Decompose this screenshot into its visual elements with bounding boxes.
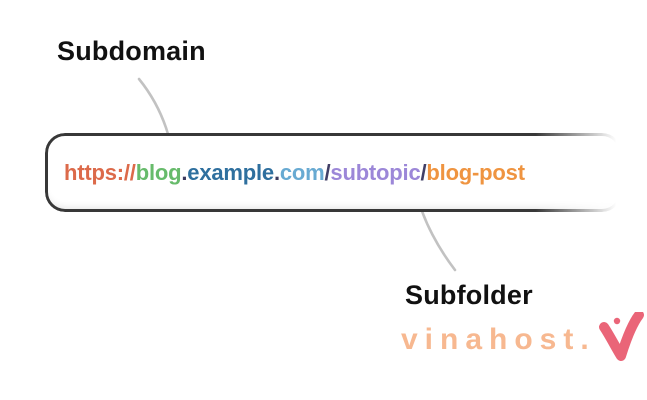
url-subdomain: blog xyxy=(135,159,182,185)
url-domain: example xyxy=(187,159,274,185)
subfolder-label: Subfolder xyxy=(405,280,533,310)
url-subfolder: subtopic xyxy=(330,159,421,185)
url-text: https://blog.example.com/subtopic/blog-p… xyxy=(48,160,525,186)
url-separator-slash: / xyxy=(324,159,331,185)
subdomain-label: Subdomain xyxy=(57,36,206,66)
url-tld: com xyxy=(279,159,325,185)
watermark-check-icon xyxy=(598,312,644,361)
url-box: https://blog.example.com/subtopic/blog-p… xyxy=(45,133,622,212)
url-separator-dot: . xyxy=(273,159,280,185)
url-page: blog-post xyxy=(426,159,525,185)
url-separator-dot: . xyxy=(181,159,188,185)
watermark-brand-text: vinahost. xyxy=(401,323,596,356)
watermark-logo: vinahost. xyxy=(401,312,644,364)
url-protocol: https:// xyxy=(64,159,136,185)
url-separator-slash: / xyxy=(420,159,427,185)
